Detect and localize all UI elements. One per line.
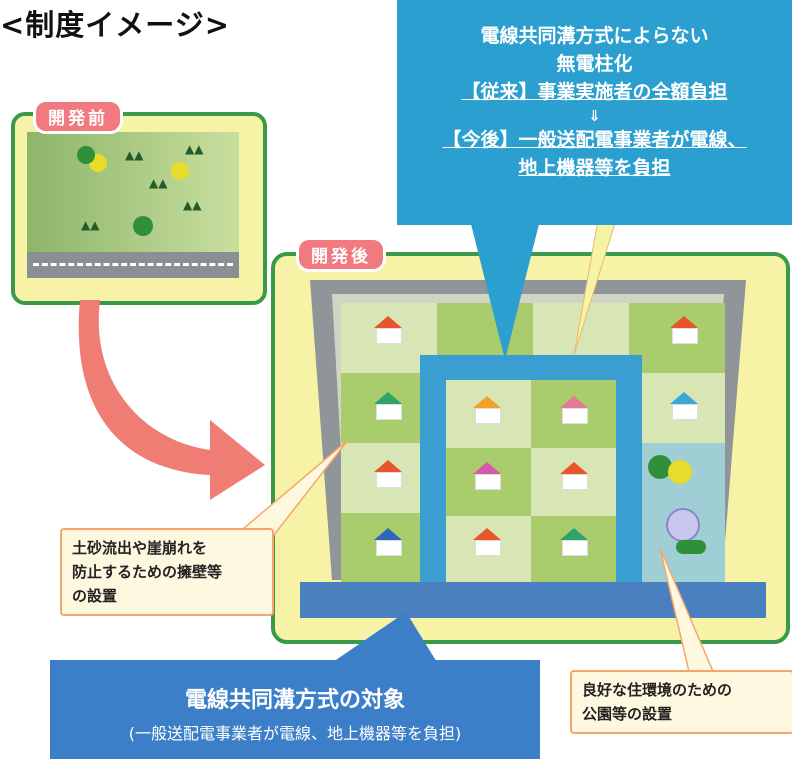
undeveloped-land xyxy=(27,132,239,252)
top-callout-pointer xyxy=(470,220,617,360)
bottom-callout-pointer xyxy=(330,612,438,664)
tree-icon xyxy=(77,146,95,164)
underground-duct-bar xyxy=(300,582,766,618)
before-tag: 開発前 xyxy=(33,99,123,134)
bottom-callout-title: 電線共同溝方式の対象 xyxy=(184,688,405,713)
grass-icon: ▲▲ xyxy=(125,148,144,162)
house-icon xyxy=(374,392,402,420)
after-tag: 開発後 xyxy=(296,237,386,272)
note-line: 防止するための擁壁等 xyxy=(72,563,223,581)
callout-line: 電線共同溝方式によらない xyxy=(480,25,709,47)
tree-icon xyxy=(133,216,153,236)
house-icon xyxy=(374,528,402,556)
callout-line: 【今後】一般送配電事業者が電線、 xyxy=(442,129,747,151)
grass-icon: ▲▲ xyxy=(183,198,202,212)
tree-icon xyxy=(171,162,189,180)
callout-line: ⇓ xyxy=(588,107,601,125)
fountain-icon xyxy=(666,508,700,542)
lot-grid-inner xyxy=(446,380,616,585)
note-line: の設置 xyxy=(72,587,118,605)
bottom-callout: 電線共同溝方式の対象 (一般送配電事業者が電線、地上機器等を負担) xyxy=(50,660,540,759)
house-icon xyxy=(670,316,698,344)
house-icon xyxy=(374,316,402,344)
note-left-pointer xyxy=(230,440,349,540)
road xyxy=(27,252,239,278)
transition-arrow xyxy=(78,300,265,500)
grass-icon: ▲▲ xyxy=(149,176,168,190)
house-icon xyxy=(670,392,698,420)
house-icon xyxy=(560,462,588,490)
house-icon xyxy=(374,460,402,488)
callout-line: 無電柱化 xyxy=(556,53,633,75)
callout-line: 地上機器等を負担 xyxy=(518,157,671,179)
note-line: 良好な住環境のための xyxy=(582,681,733,699)
house-icon xyxy=(473,462,501,490)
house-icon xyxy=(473,528,501,556)
note-right: 良好な住環境のための 公園等の設置 xyxy=(570,670,792,734)
top-callout: 電線共同溝方式によらない 無電柱化 【従来】事業実施者の全額負担 ⇓ 【今後】一… xyxy=(397,0,792,225)
house-icon xyxy=(473,396,501,424)
note-line: 公園等の設置 xyxy=(582,705,673,723)
house-icon xyxy=(560,396,588,424)
note-line: 土砂流出や崖崩れを xyxy=(72,539,208,557)
page-title: <制度イメージ> xyxy=(0,8,231,42)
house-icon xyxy=(560,528,588,556)
before-development-panel: ▲▲ ▲▲ ▲▲ ▲▲ ▲▲ xyxy=(11,112,267,305)
note-left: 土砂流出や崖崩れを 防止するための擁壁等 の設置 xyxy=(60,528,274,616)
note-right-pointer xyxy=(660,548,717,677)
bush-icon xyxy=(676,540,706,554)
tree-icon xyxy=(668,460,692,484)
grass-icon: ▲▲ xyxy=(81,218,100,232)
bottom-callout-subtitle: (一般送配電事業者が電線、地上機器等を負担) xyxy=(128,724,462,743)
callout-line: 【従来】事業実施者の全額負担 xyxy=(461,81,728,103)
grass-icon: ▲▲ xyxy=(185,142,204,156)
